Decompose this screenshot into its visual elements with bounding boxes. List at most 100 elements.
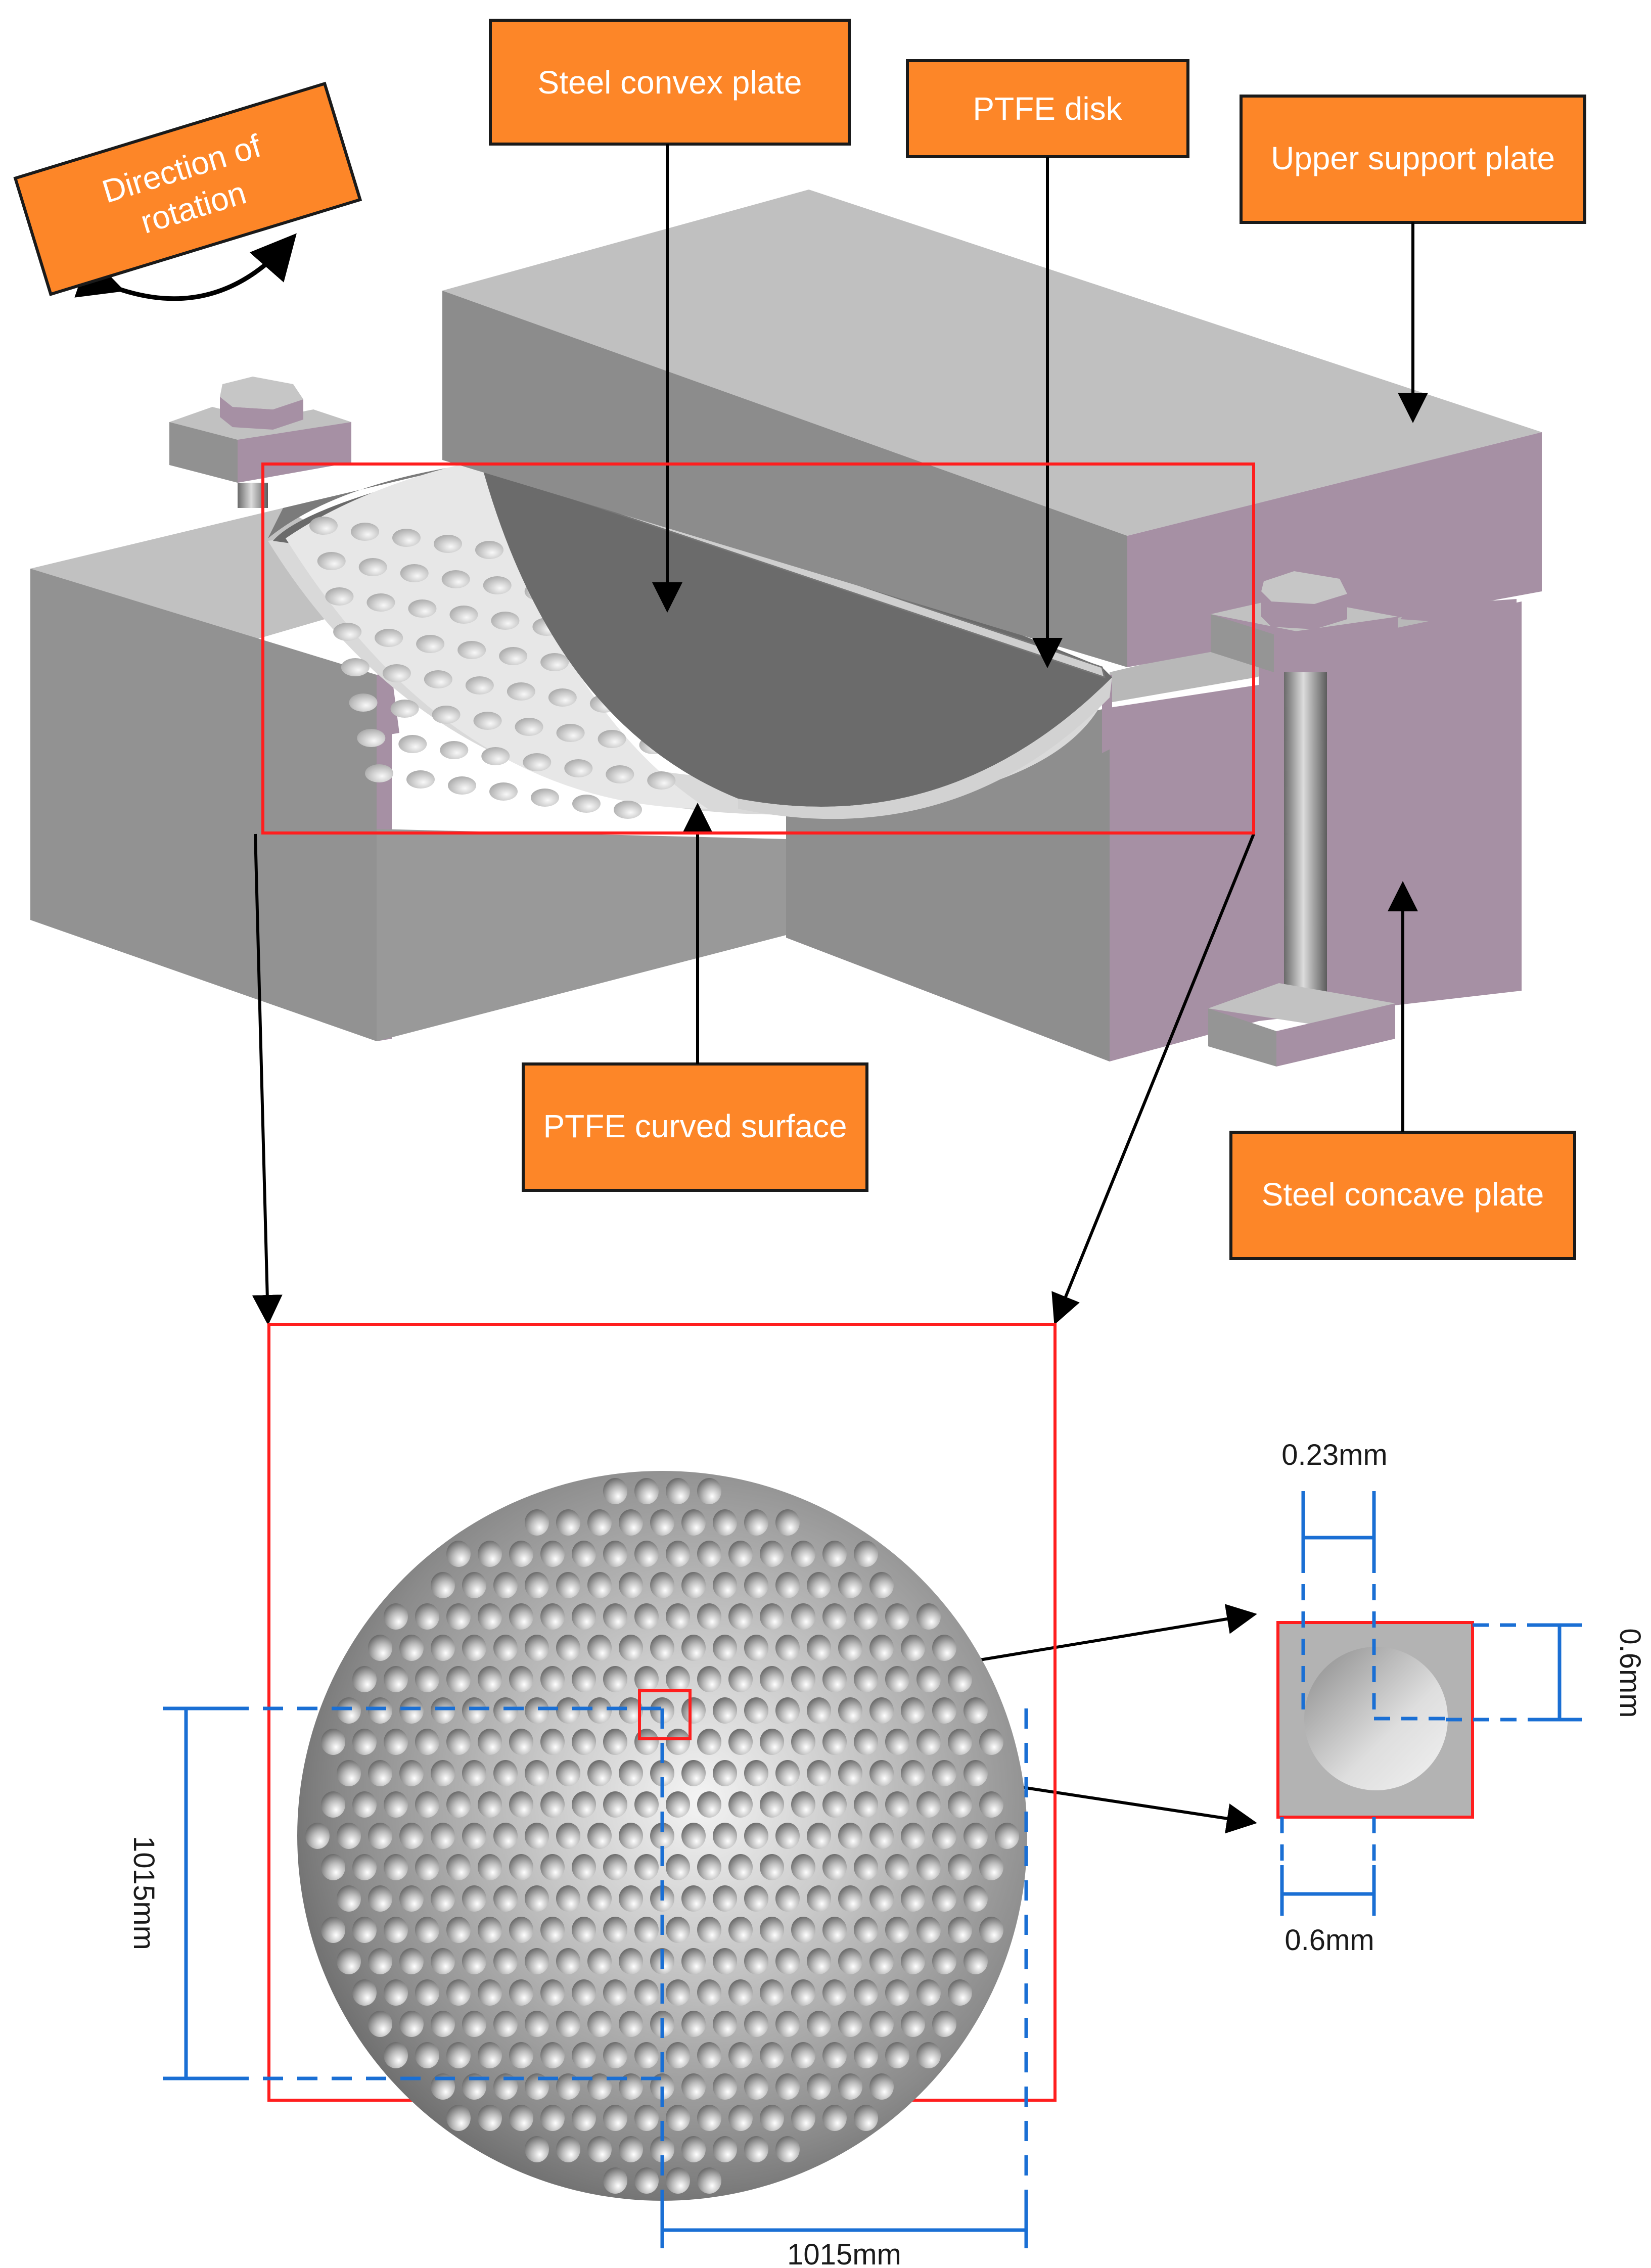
disk-dimple bbox=[666, 1854, 690, 1880]
disk-dimple bbox=[744, 2136, 768, 2162]
arrow-zoom-left bbox=[252, 834, 283, 1325]
disk-dimple bbox=[964, 1823, 988, 1849]
label-direction-of-rotation: Direction of rotation bbox=[13, 81, 362, 296]
disk-dimple bbox=[822, 2042, 847, 2068]
disk-dimple bbox=[478, 1791, 502, 1818]
disk-dimple bbox=[854, 1729, 878, 1755]
disk-dimple bbox=[666, 2167, 690, 2194]
disk-dimple bbox=[572, 1729, 596, 1755]
disk-dimple bbox=[619, 1697, 643, 1724]
disk-dimple bbox=[822, 1666, 847, 1692]
bowl-dimple bbox=[614, 801, 642, 819]
disk-dimple bbox=[431, 2011, 455, 2037]
disk-dimple bbox=[446, 2042, 471, 2068]
disk-dimple bbox=[713, 1572, 737, 1598]
right-bolt-washer-front bbox=[1274, 617, 1398, 672]
disk-dimple bbox=[603, 1917, 627, 1943]
disk-dimple bbox=[540, 1666, 565, 1692]
disk-dimple bbox=[869, 1885, 894, 1912]
disk-dimple bbox=[901, 1760, 925, 1786]
bowl-dimple bbox=[440, 741, 469, 759]
disk-dimple bbox=[713, 1823, 737, 1849]
disk-dimple bbox=[948, 1979, 972, 2006]
bowl-dimple bbox=[564, 759, 593, 777]
highlight-box-bowl bbox=[261, 462, 1255, 835]
disk-dimple bbox=[525, 1635, 549, 1661]
disk-dimple bbox=[822, 1854, 847, 1880]
disk-dimple bbox=[650, 1572, 674, 1598]
disk-dimple bbox=[728, 2042, 753, 2068]
disk-dimple bbox=[493, 1823, 518, 1849]
label-ptfe-curved-surface-text: PTFE curved surface bbox=[543, 1108, 847, 1144]
disk-dimple bbox=[634, 2105, 659, 2131]
disk-dimple bbox=[681, 1948, 706, 1974]
bowl-dimple bbox=[434, 535, 462, 553]
disk-dimple bbox=[650, 2136, 674, 2162]
disk-dimple bbox=[462, 1885, 486, 1912]
disk-dimple bbox=[760, 1666, 784, 1692]
disk-dimple bbox=[838, 1885, 862, 1912]
disk-dimple bbox=[431, 1885, 455, 1912]
left-bolt-washer-side bbox=[169, 422, 238, 483]
disk-dimple bbox=[948, 1917, 972, 1943]
bowl-dimple bbox=[400, 564, 429, 582]
disk-dimple bbox=[337, 1823, 361, 1849]
disk-dimple bbox=[650, 1635, 674, 1661]
disk-dimple bbox=[540, 1917, 565, 1943]
disk-dimple bbox=[869, 1697, 894, 1724]
disk-dimple bbox=[352, 1854, 377, 1880]
disk-dimple bbox=[384, 1791, 408, 1818]
disk-dimple bbox=[399, 1948, 424, 1974]
disk-dimple bbox=[901, 1635, 925, 1661]
disk-dimple bbox=[979, 1854, 1003, 1880]
disk-dimple bbox=[431, 1635, 455, 1661]
disk-dimple bbox=[932, 1885, 956, 1912]
disk-dimple bbox=[760, 2105, 784, 2131]
disk-dimple bbox=[713, 1760, 737, 1786]
disk-dimple bbox=[822, 2105, 847, 2131]
disk-dimple bbox=[681, 1760, 706, 1786]
disk-dimple bbox=[869, 1572, 894, 1598]
disk-dimple bbox=[384, 1666, 408, 1692]
bowl-dimple bbox=[540, 653, 569, 671]
disk-dimple bbox=[760, 1854, 784, 1880]
disk-dimple bbox=[932, 2011, 956, 2037]
disk-dimple bbox=[916, 1791, 941, 1818]
disk-dimple bbox=[352, 1979, 377, 2006]
disk-dimple bbox=[399, 1823, 424, 1849]
disk-dimple bbox=[916, 2042, 941, 2068]
disk-dimple bbox=[493, 1948, 518, 1974]
disk-dimple bbox=[572, 1541, 596, 1567]
steel-convex-plate-body bbox=[480, 460, 1112, 807]
disk-dimple bbox=[744, 1509, 768, 1536]
disk-dimple bbox=[760, 1791, 784, 1818]
disk-dimple bbox=[822, 1917, 847, 1943]
disk-dimple bbox=[775, 1885, 800, 1912]
label-steel-concave-plate: Steel concave plate bbox=[1229, 1131, 1576, 1260]
disk-dimple bbox=[493, 2011, 518, 2037]
bowl-dimple bbox=[390, 700, 419, 718]
disk-dimple bbox=[932, 1697, 956, 1724]
upper-plate-tab bbox=[1400, 599, 1517, 627]
label-steel-concave-plate-text: Steel concave plate bbox=[1262, 1176, 1544, 1213]
disk-dimple bbox=[885, 1666, 909, 1692]
disk-dimple bbox=[760, 1979, 784, 2006]
disk-dimple bbox=[885, 2042, 909, 2068]
disk-dimple bbox=[525, 1948, 549, 1974]
disk-dimple bbox=[775, 1572, 800, 1598]
disk-dimple bbox=[650, 1760, 674, 1786]
disk-dimple bbox=[478, 1729, 502, 1755]
disk-dimple bbox=[650, 1509, 674, 1536]
disk-dimple bbox=[446, 1729, 471, 1755]
disk-dimple bbox=[775, 2073, 800, 2100]
disk-dimple bbox=[681, 1509, 706, 1536]
disk-dimple bbox=[540, 2105, 565, 2131]
disk-dimple bbox=[932, 1635, 956, 1661]
disk-dimple bbox=[681, 1823, 706, 1849]
disk-dimple bbox=[744, 2011, 768, 2037]
disk-dimple bbox=[775, 1760, 800, 1786]
disk-dimple bbox=[478, 1979, 502, 2006]
disk-dimple bbox=[431, 1697, 455, 1724]
disk-dimple bbox=[368, 1635, 392, 1661]
disk-dimple bbox=[619, 1509, 643, 1536]
